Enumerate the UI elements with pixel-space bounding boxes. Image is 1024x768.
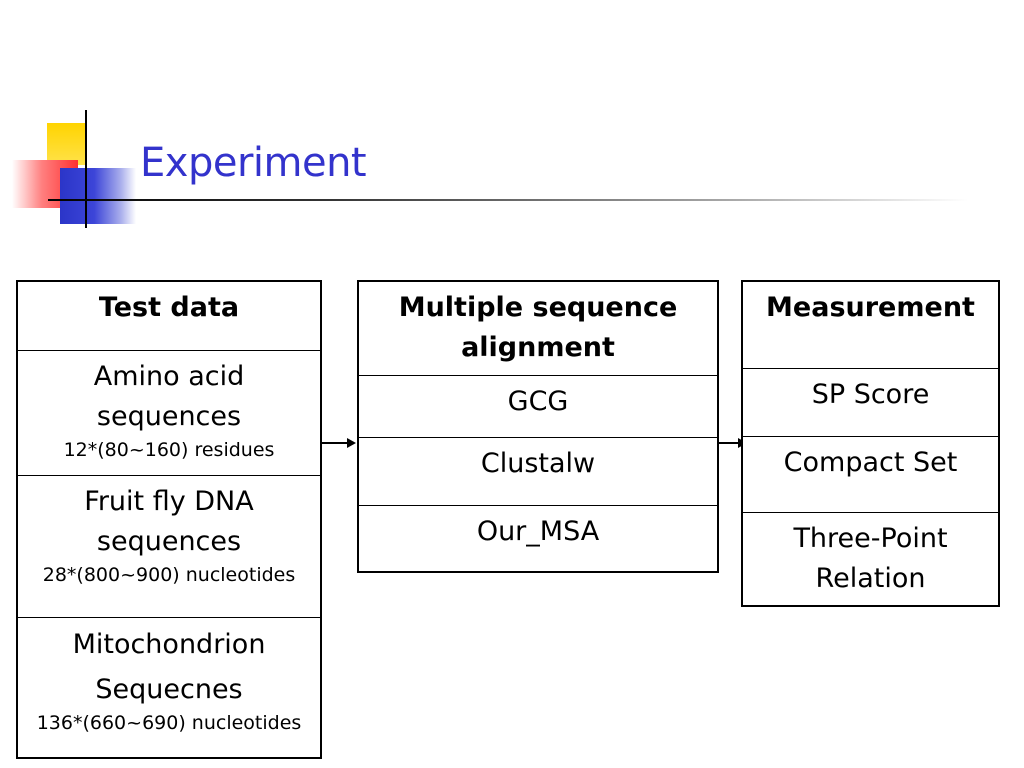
test-data-name-line2: sequences: [96, 401, 242, 432]
test-data-row: Amino acid sequences 12*(80~160) residue…: [18, 350, 320, 475]
test-data-detail: 12*(80~160) residues: [63, 439, 275, 461]
msa-table: Multiple sequence alignment GCG Clustalw…: [357, 280, 719, 573]
test-data-name-line1: Mitochondrion: [72, 629, 266, 660]
title-decoration-vertical-line: [85, 110, 87, 228]
measurement-line1: Three-Point: [793, 523, 948, 554]
measurement-table: Measurement SP Score Compact Set Three-P…: [741, 280, 1000, 607]
msa-row: Our_MSA: [359, 505, 717, 571]
msa-header-line2: alignment: [461, 332, 615, 363]
test-data-name-line2: Sequecnes: [95, 674, 243, 705]
page-title: Experiment: [140, 140, 367, 186]
test-data-detail: 136*(660~690) nucleotides: [36, 712, 302, 734]
test-data-row: Mitochondrion Sequecnes 136*(660~690) nu…: [18, 617, 320, 757]
msa-row: GCG: [359, 375, 717, 437]
measurement-row: Compact Set: [743, 436, 998, 512]
test-data-row: Fruit fly DNA sequences 28*(800~900) nuc…: [18, 475, 320, 617]
test-data-detail: 28*(800~900) nucleotides: [42, 564, 296, 586]
msa-row: Clustalw: [359, 437, 717, 505]
measurement-line1: SP Score: [811, 379, 930, 410]
measurement-line1: Compact Set: [783, 447, 958, 478]
test-data-table: Test data Amino acid sequences 12*(80~16…: [16, 280, 322, 759]
flow-arrow-icon: [322, 438, 356, 448]
test-data-header: Test data: [98, 292, 240, 323]
measurement-row: SP Score: [743, 368, 998, 436]
test-data-name-line2: sequences: [96, 526, 242, 557]
measurement-row: Three-Point Relation: [743, 512, 998, 605]
msa-header-line1: Multiple sequence: [398, 292, 678, 323]
measurement-line2: Relation: [815, 563, 926, 594]
msa-header: Multiple sequence alignment: [359, 282, 717, 375]
title-decoration-blue-square: [60, 168, 136, 224]
test-data-name-line1: Amino acid: [93, 361, 245, 392]
measurement-header: Measurement: [766, 292, 975, 323]
test-data-name-line1: Fruit fly DNA: [84, 486, 254, 517]
title-decoration-yellow-square: [47, 123, 85, 165]
title-underline: [48, 199, 968, 201]
